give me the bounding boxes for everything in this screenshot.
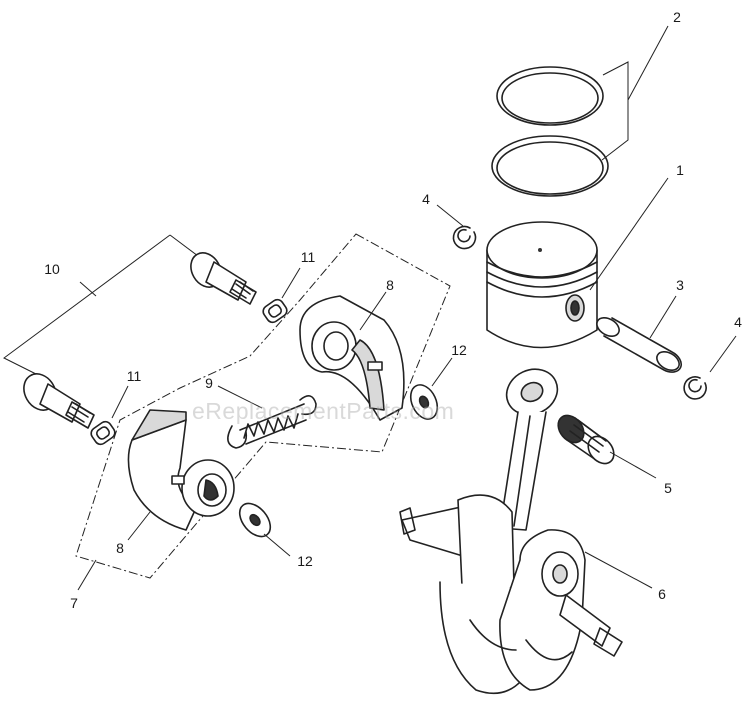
clutch-shoe-lower xyxy=(127,409,235,531)
leader-7 xyxy=(77,559,97,591)
leader-11-upper xyxy=(281,267,301,299)
callout-6: 6 xyxy=(658,586,666,602)
needle-bearing xyxy=(557,414,615,465)
leader-4-left xyxy=(436,204,464,227)
callout-12-upper: 12 xyxy=(451,342,467,358)
leader-1 xyxy=(589,177,669,291)
clutch-shoe-upper xyxy=(299,295,405,421)
watermark-text: eReplacementParts.com xyxy=(192,398,455,424)
piston-pin xyxy=(596,317,683,373)
clutch-bolt-upper xyxy=(190,252,257,305)
leader-6 xyxy=(584,551,653,589)
leader-10-bracket xyxy=(3,234,171,377)
callout-2: 2 xyxy=(673,9,681,25)
callout-10: 10 xyxy=(44,261,60,277)
clutch-bolt-lower xyxy=(23,373,95,429)
piston xyxy=(486,221,598,349)
circlip-right xyxy=(683,376,707,400)
callout-3: 3 xyxy=(676,277,684,293)
washer-lower xyxy=(238,502,272,538)
washer-upper xyxy=(409,384,439,420)
circlip-left xyxy=(452,225,477,250)
piston-ring-lower xyxy=(491,135,609,197)
connecting-rod xyxy=(499,368,559,531)
callout-4-right: 4 xyxy=(734,314,742,330)
spacer-upper xyxy=(262,298,288,324)
callout-11-lower: 11 xyxy=(126,368,142,384)
callout-1: 1 xyxy=(676,162,684,178)
callout-9: 9 xyxy=(205,375,213,391)
spacer-lower xyxy=(90,420,116,446)
callout-12-lower: 12 xyxy=(297,553,313,569)
leader-2-bracket xyxy=(601,61,629,161)
leader-2 xyxy=(627,25,669,101)
crankshaft xyxy=(399,494,623,695)
callout-8-lower: 8 xyxy=(116,540,124,556)
piston-ring-upper xyxy=(496,66,604,126)
leader-4-right xyxy=(709,335,737,373)
leader-9 xyxy=(217,385,263,409)
callout-5: 5 xyxy=(664,480,672,496)
leader-8-lower xyxy=(127,511,151,541)
callout-7: 7 xyxy=(70,595,78,611)
leader-5 xyxy=(609,451,657,479)
clutch-assembly-outline xyxy=(75,233,451,579)
callout-4-left: 4 xyxy=(422,191,430,207)
leader-10 xyxy=(79,281,97,297)
leader-12-lower xyxy=(263,533,291,557)
leader-11-lower xyxy=(111,385,129,419)
leader-12-upper xyxy=(431,357,453,387)
clutch-spring xyxy=(227,395,317,449)
callout-8-upper: 8 xyxy=(386,277,394,293)
leader-3 xyxy=(649,295,677,339)
callout-11-upper: 11 xyxy=(300,249,316,265)
leader-8-upper xyxy=(359,291,387,331)
